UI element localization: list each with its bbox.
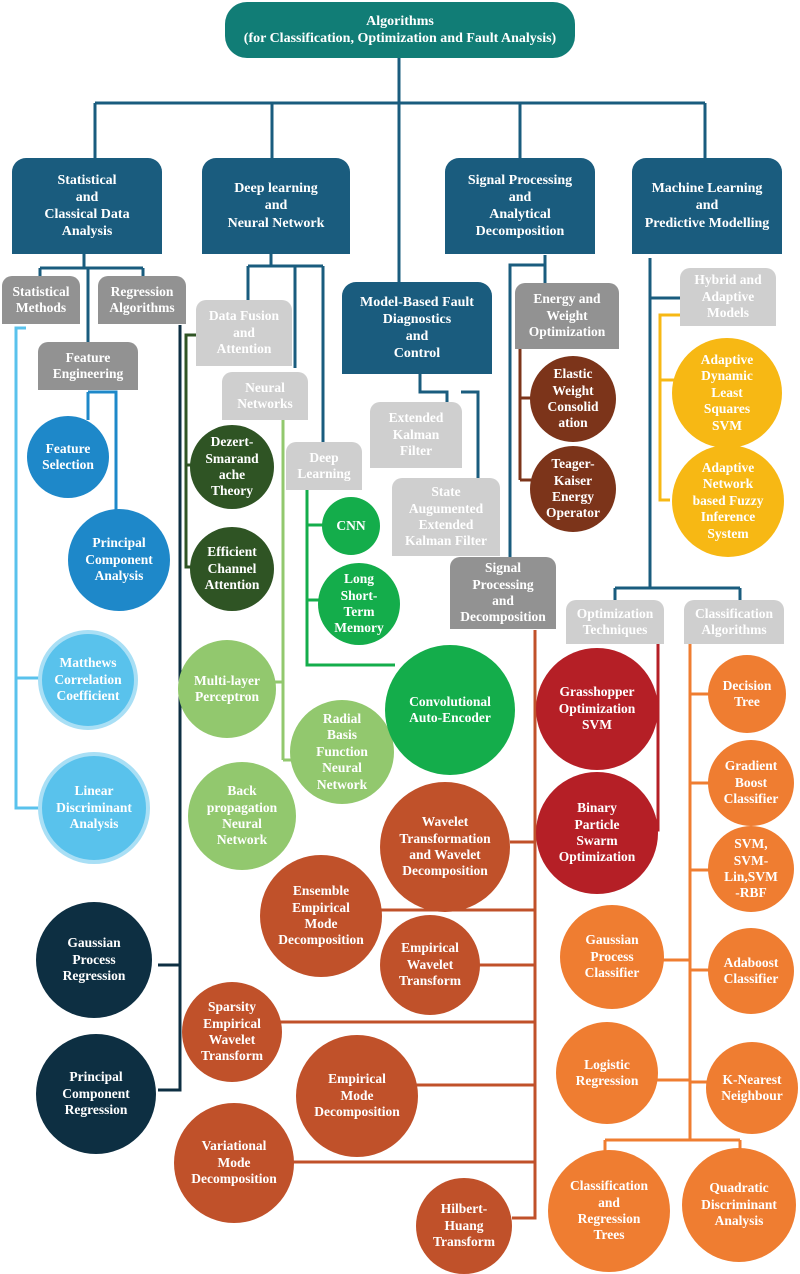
algo-cae: Convolutional Auto-Encoder (385, 645, 515, 775)
algo-logistic-regression: Logistic Regression (556, 1022, 658, 1124)
algo-emd: Empirical Mode Decomposition (296, 1035, 418, 1157)
algo-adaboost: Adaboost Classifier (708, 928, 794, 1014)
algo-cart: Classification and Regression Trees (548, 1150, 670, 1272)
algo-grasshopper-svm: Grasshopper Optimization SVM (536, 648, 658, 770)
category-signal-processing: Signal Processing and Analytical Decompo… (445, 158, 595, 254)
algo-bpnn: Back propagation Neural Network (188, 762, 296, 870)
algo-pcr: Principal Component Regression (36, 1034, 156, 1154)
algo-wavelet-transformation: Wavelet Transformation and Wavelet Decom… (380, 782, 510, 912)
category-deep-learning: Deep learning and Neural Network (202, 158, 350, 254)
algo-sewt: Sparsity Empirical Wavelet Transform (182, 982, 282, 1082)
algo-qda: Quadratic Discriminant Analysis (682, 1148, 796, 1262)
diagram-title: Algorithms (for Classification, Optimiza… (225, 2, 575, 58)
subcategory-hybrid-adaptive: Hybrid and Adaptive Models (680, 268, 776, 326)
category-statistical: Statistical and Classical Data Analysis (12, 158, 162, 254)
subcategory-deep-learning: Deep Learning (286, 442, 362, 490)
algo-gradient-boost: Gradient Boost Classifier (708, 740, 794, 826)
algo-lda: Linear Discriminant Analysis (38, 752, 150, 864)
algo-svm-variants: SVM, SVM- Lin,SVM -RBF (708, 826, 794, 912)
diagram-title-line2: (for Classification, Optimization and Fa… (243, 31, 557, 46)
algo-anfis: Adaptive Network based Fuzzy Inference S… (672, 445, 784, 557)
algo-pca: Principal Component Analysis (68, 509, 170, 611)
algo-adaptive-ls-svm: Adaptive Dynamic Least Squares SVM (672, 338, 782, 448)
algo-ewc: Elastic Weight Consolid ation (530, 356, 616, 442)
subcategory-state-augmented-kalman: State Augumented Extended Kalman Filter (392, 478, 500, 556)
algo-dezert-smarandache: Dezert- Smarand ache Theory (190, 425, 274, 509)
algo-lstm: Long Short- Term Memory (318, 563, 400, 645)
algo-gpr: Gaussian Process Regression (36, 902, 152, 1018)
algo-mlp: Multi-layer Perceptron (178, 640, 276, 738)
subcategory-extended-kalman: Extended Kalman Filter (370, 402, 462, 468)
subcategory-regression-algorithms: Regression Algorithms (98, 276, 186, 324)
subcategory-optimization-techniques: Optimization Techniques (566, 600, 664, 644)
subcategory-classification-algorithms: Classification Algorithms (684, 600, 784, 644)
algo-cnn: CNN (322, 497, 380, 555)
subcategory-statistical-methods: Statistical Methods (2, 276, 80, 324)
diagram-title-line1: Algorithms (366, 13, 434, 29)
algo-feature-selection: Feature Selection (27, 416, 109, 498)
subcategory-energy-weight: Energy and Weight Optimization (515, 283, 619, 349)
algo-hht: Hilbert- Huang Transform (416, 1178, 512, 1274)
algo-eca: Efficient Channel Attention (190, 527, 274, 611)
algo-mcc: Matthews Correlation Coefficient (38, 630, 138, 730)
algo-knn: K-Nearest Neighbour (706, 1042, 798, 1134)
algo-vmd: Variational Mode Decomposition (174, 1103, 294, 1223)
algo-rbf: Radial Basis Function Neural Network (290, 700, 394, 804)
subcategory-signal-decomposition: Signal Processing and Decomposition (450, 557, 556, 629)
subcategory-data-fusion: Data Fusion and Attention (196, 300, 292, 366)
subcategory-feature-engineering: Feature Engineering (38, 342, 138, 390)
algo-ewt: Empirical Wavelet Transform (380, 915, 480, 1015)
algo-eemd: Ensemble Empirical Mode Decomposition (260, 855, 382, 977)
subcategory-neural-networks: Neural Networks (222, 372, 308, 420)
category-machine-learning: Machine Learning and Predictive Modellin… (632, 158, 782, 254)
category-model-based: Model-Based Fault Diagnostics and Contro… (342, 282, 492, 374)
algo-gpc: Gaussian Process Classifier (560, 905, 664, 1009)
algo-bpso: Binary Particle Swarm Optimization (536, 772, 658, 894)
algo-decision-tree: Decision Tree (708, 655, 786, 733)
algo-tkeo: Teager- Kaiser Energy Operator (530, 446, 616, 532)
